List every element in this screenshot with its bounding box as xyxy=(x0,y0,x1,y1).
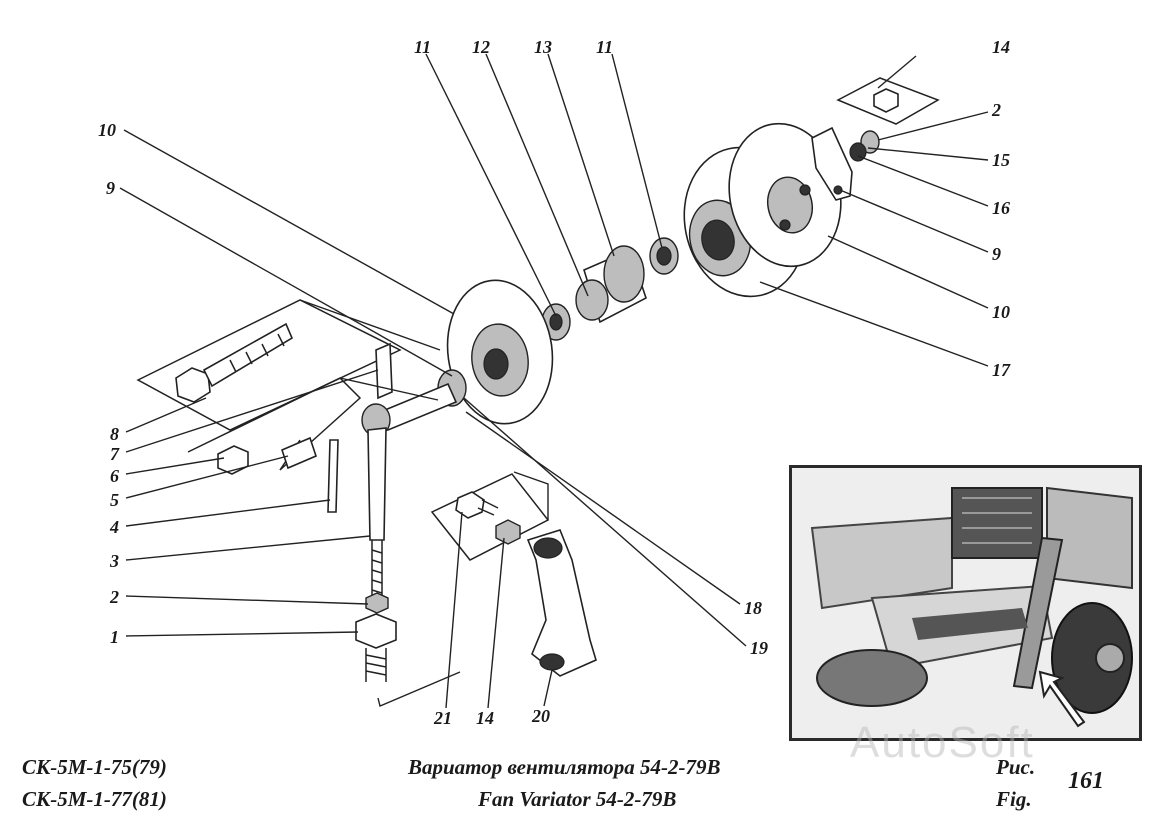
callout-15: 15 xyxy=(992,150,1010,170)
assembly-path-lines xyxy=(299,299,549,707)
callout-5: 5 xyxy=(110,490,119,510)
location-arrow-icon xyxy=(1038,670,1086,728)
nut-group-top xyxy=(836,77,940,162)
callout-14-bottom: 14 xyxy=(476,708,494,728)
callout-13: 13 xyxy=(534,37,552,57)
pin xyxy=(327,439,339,513)
location-inset-photo xyxy=(789,465,1142,741)
flange-plate xyxy=(811,126,853,201)
callout-14-top: 14 xyxy=(992,37,1010,57)
callout-4: 4 xyxy=(109,517,119,537)
model-code-2: СК-5М-1-77(81) xyxy=(22,787,167,811)
callout-2-left: 2 xyxy=(109,587,119,607)
callout-19: 19 xyxy=(750,638,768,658)
leader-lines xyxy=(119,53,989,709)
callout-17: 17 xyxy=(992,360,1011,380)
combine-harvester-icon xyxy=(792,468,1139,738)
callout-11-a: 11 xyxy=(414,37,431,57)
figure-label-en: Fig. xyxy=(996,787,1032,811)
hub-assembly xyxy=(541,237,679,341)
callout-21: 21 xyxy=(433,708,452,728)
left-pulley-disk xyxy=(446,279,554,425)
callout-3: 3 xyxy=(109,551,119,571)
figure-title-ru: Вариатор вентилятора 54-2-79В xyxy=(408,755,721,779)
callout-12: 12 xyxy=(472,37,490,57)
callout-8: 8 xyxy=(110,424,119,444)
figure-title-en: Fan Variator 54-2-79B xyxy=(478,787,677,811)
callout-20: 20 xyxy=(531,706,550,726)
callout-9-left: 9 xyxy=(106,178,115,198)
callout-1: 1 xyxy=(110,627,119,647)
fittings-box xyxy=(187,377,362,475)
callout-7: 7 xyxy=(110,444,120,464)
bracket-assembly xyxy=(430,473,597,677)
model-code-1: СК-5М-1-75(79) xyxy=(22,755,167,779)
callout-10-right: 10 xyxy=(992,302,1010,322)
callout-11-b: 11 xyxy=(596,37,613,57)
callout-labels: 14 2 15 16 9 10 17 11 12 13 11 10 9 8 7 … xyxy=(98,37,1011,728)
callout-9-right: 9 xyxy=(992,244,1001,264)
figure-label-ru: Рис. xyxy=(996,755,1036,779)
watermark: AutoSoft xyxy=(850,718,1035,767)
callout-18: 18 xyxy=(744,598,762,618)
adjusting-screw xyxy=(355,427,397,682)
bolt-box xyxy=(136,299,402,431)
callout-16: 16 xyxy=(992,198,1010,218)
callout-2-right: 2 xyxy=(991,100,1001,120)
shaft-assembly xyxy=(361,369,467,437)
figure-number: 161 xyxy=(1068,768,1104,794)
callout-10-left: 10 xyxy=(98,120,116,140)
callout-6: 6 xyxy=(110,466,119,486)
